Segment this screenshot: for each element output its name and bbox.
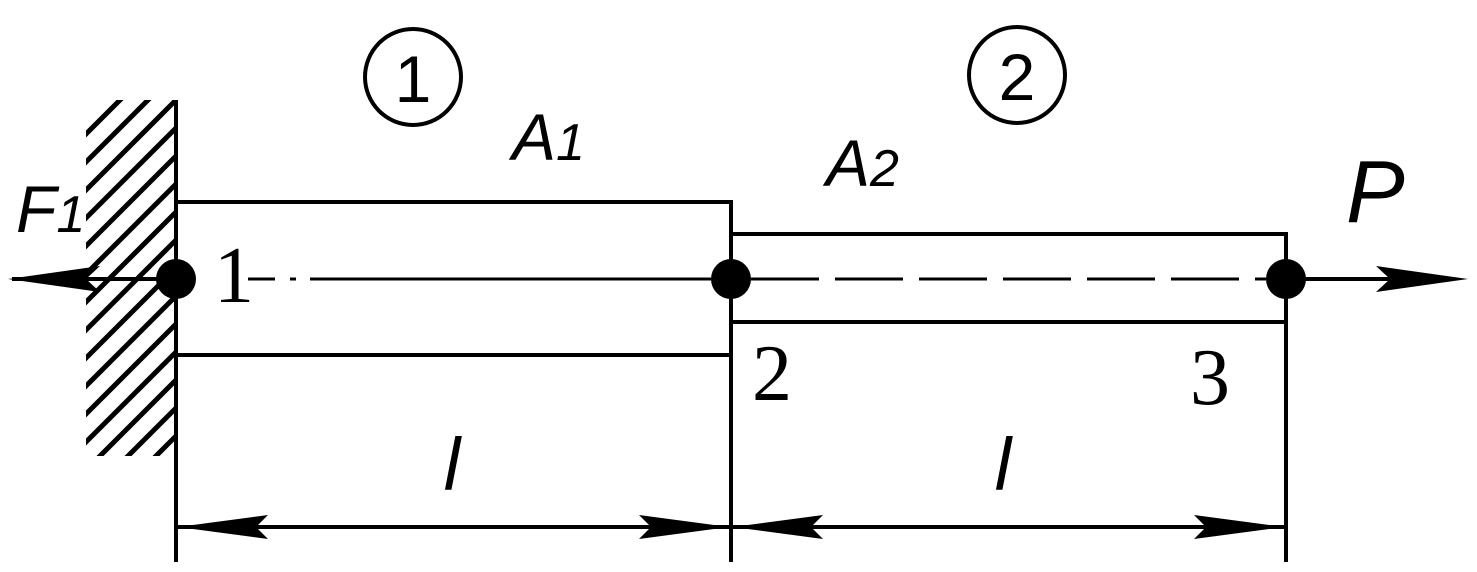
- element-1-marker: 1: [363, 27, 463, 127]
- node-3-dot: [1266, 259, 1306, 299]
- element-2-label: 2: [999, 40, 1036, 114]
- element-2-marker: 2: [967, 25, 1067, 125]
- node-3-label: 3: [1190, 334, 1230, 422]
- reaction-force-letter: F: [16, 172, 60, 246]
- load-arrow: [1300, 266, 1468, 292]
- dimension-line: [176, 515, 1286, 539]
- element-1-label: 1: [395, 42, 432, 116]
- bar-segment-2: [731, 232, 1286, 324]
- area-2-subscript: 2: [869, 140, 899, 198]
- node-1-dot: [156, 259, 196, 299]
- length-2-label: l: [995, 423, 1014, 506]
- area-1-subscript: 1: [556, 114, 585, 172]
- area-1-letter: A: [508, 100, 556, 174]
- node-1-label: 1: [214, 232, 254, 320]
- length-1-label: l: [444, 423, 463, 506]
- bar-segment-1: [176, 200, 731, 357]
- reaction-force-subscript: 1: [56, 186, 85, 244]
- area-2-label: A2: [822, 126, 899, 200]
- fixed-wall: [86, 100, 178, 562]
- node-2-label: 2: [752, 330, 792, 418]
- reaction-force-label: F1: [16, 172, 85, 246]
- area-2-letter: A: [822, 126, 870, 200]
- load-label: P: [1346, 142, 1405, 241]
- area-1-label: A1: [508, 100, 585, 174]
- reaction-force-arrow: [8, 266, 160, 292]
- wall-hatching: [86, 100, 176, 456]
- node-2-dot: [711, 259, 751, 299]
